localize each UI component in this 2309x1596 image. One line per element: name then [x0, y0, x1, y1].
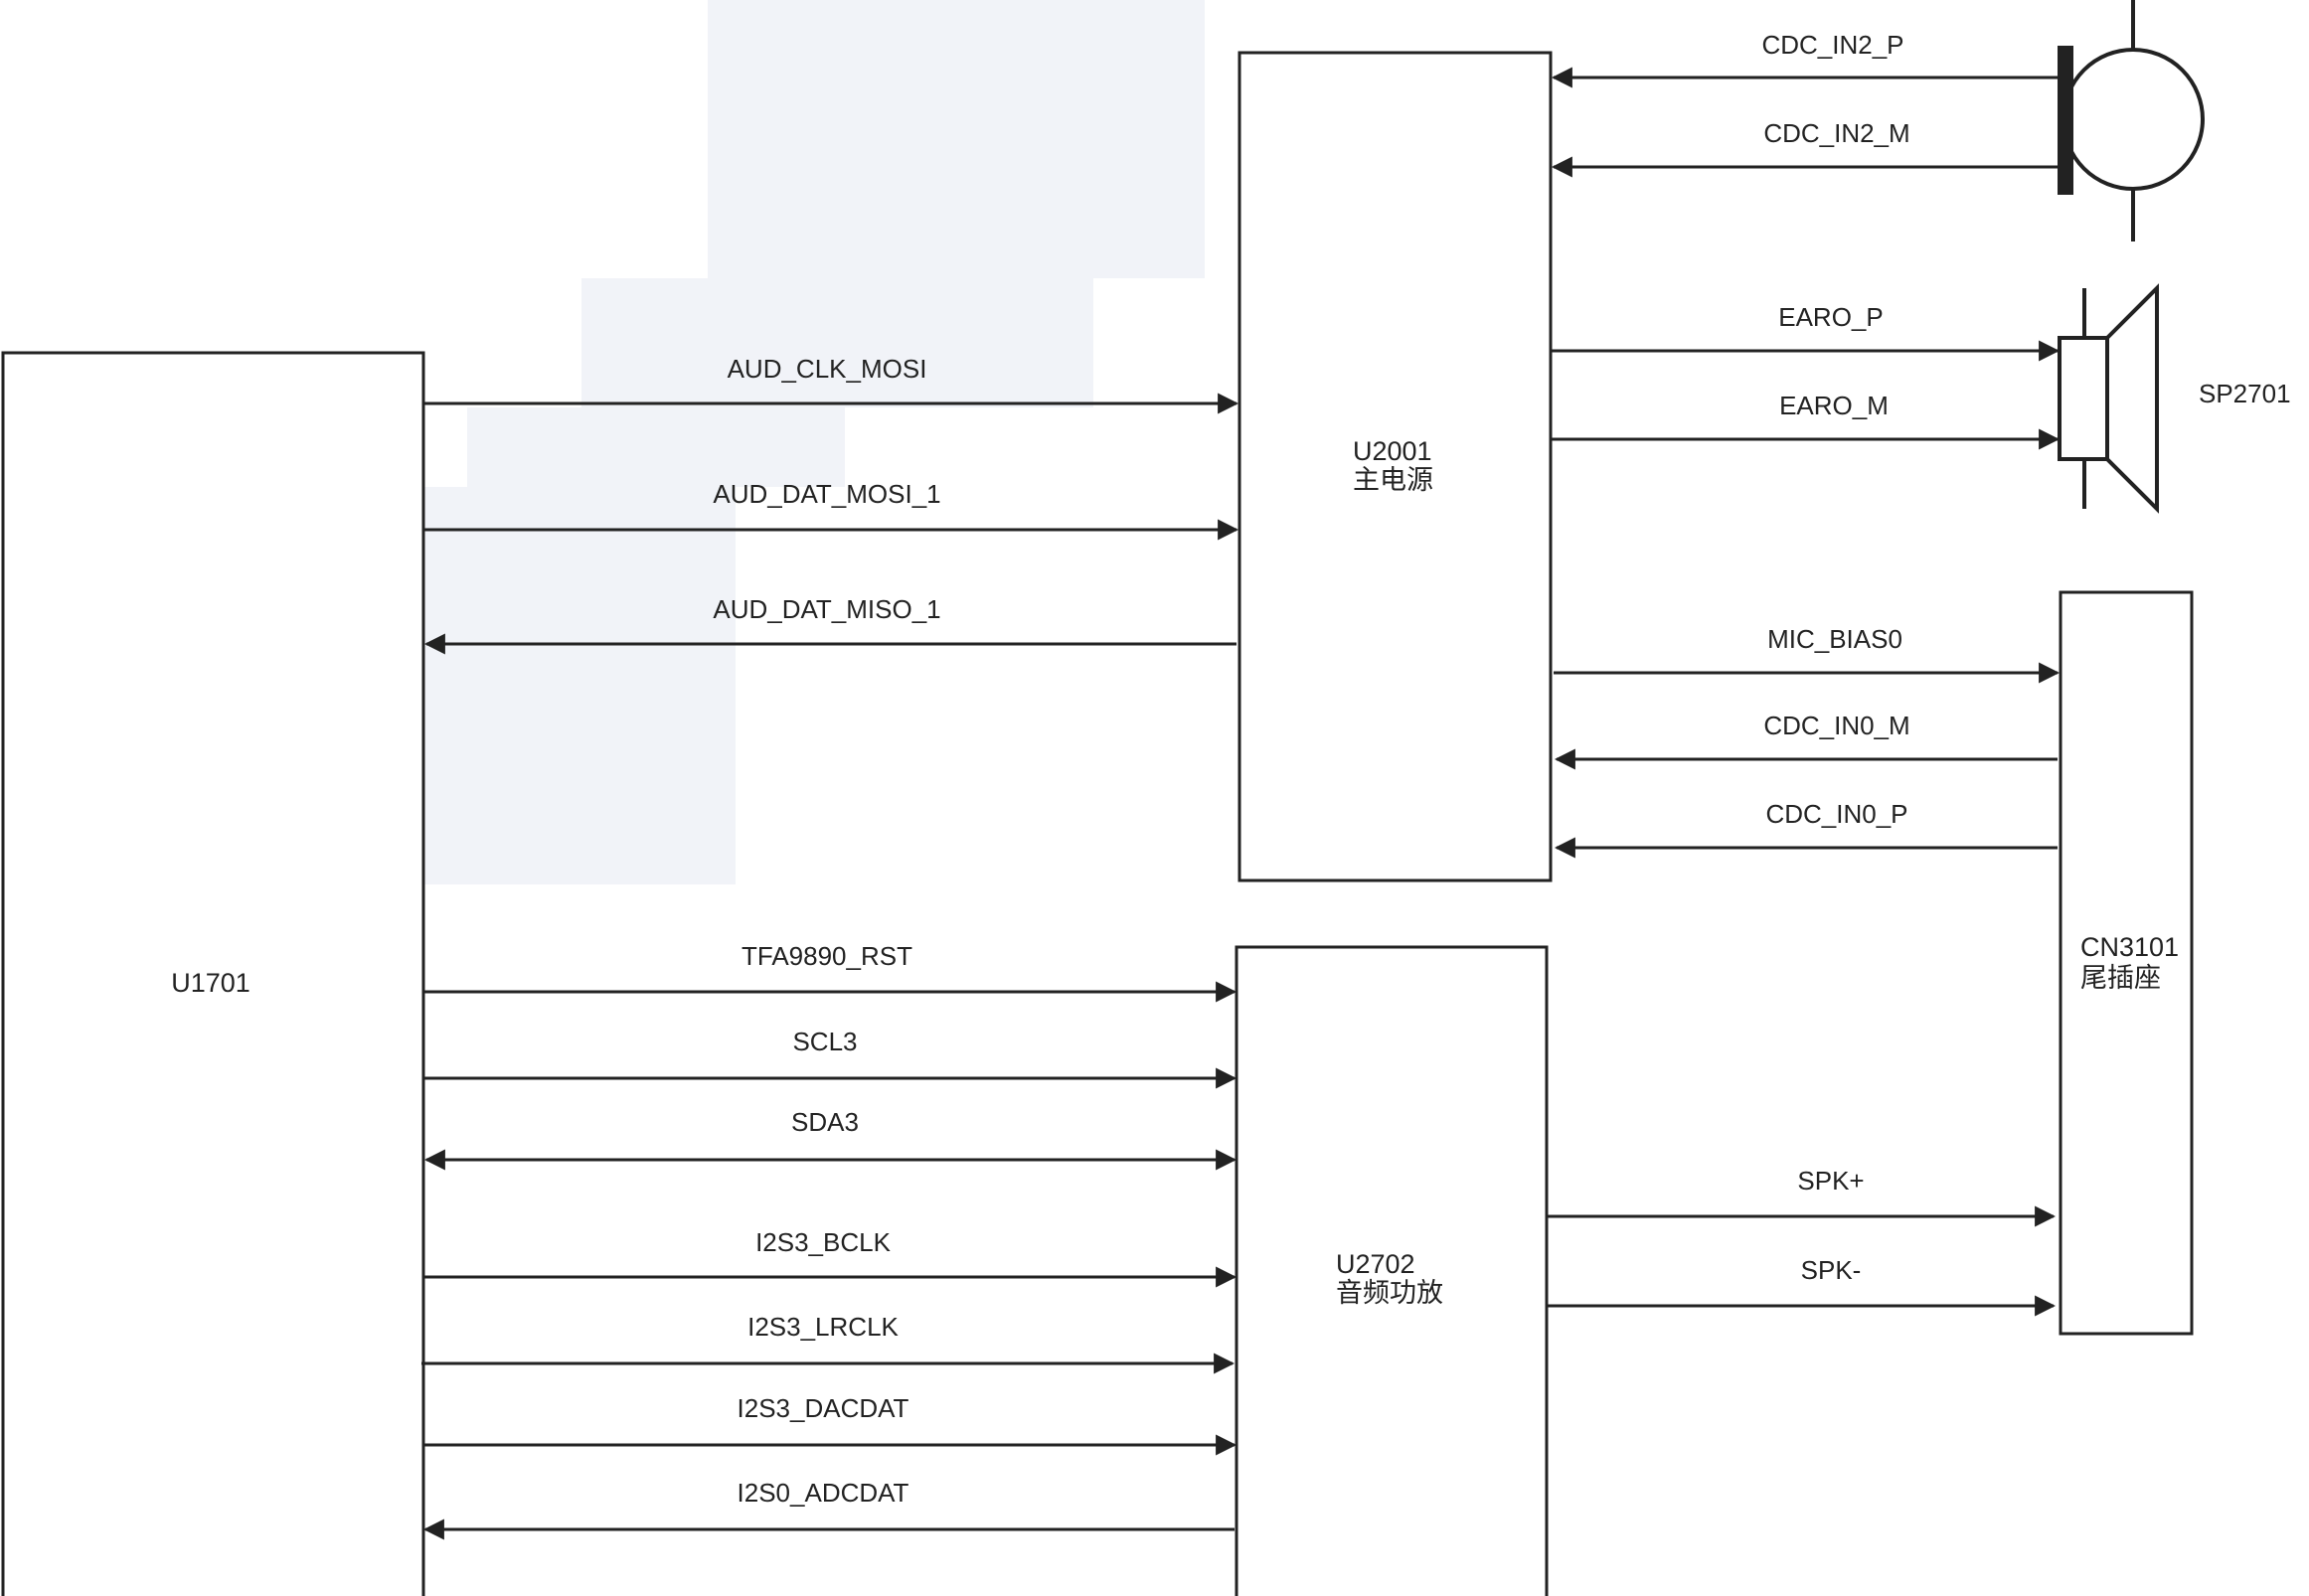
svg-text:I2S3_DACDAT: I2S3_DACDAT [738, 1393, 909, 1423]
signal-scl3: SCL3 [423, 1027, 1237, 1089]
svg-text:CDC_IN0_P: CDC_IN0_P [1765, 799, 1907, 829]
signal-cdc-in0-p: CDC_IN0_P [1554, 799, 2058, 859]
signal-cdc-in2-m: CDC_IN2_M [1551, 118, 2058, 178]
signal-cdc-in0-m: CDC_IN0_M [1554, 711, 2058, 770]
signal-aud-dat-mosi-1: AUD_DAT_MOSI_1 [423, 479, 1239, 541]
signal-cdc-in2-p: CDC_IN2_P [1551, 30, 2058, 88]
svg-text:CDC_IN2_M: CDC_IN2_M [1763, 118, 1909, 148]
svg-text:TFA9890_RST: TFA9890_RST [742, 941, 912, 971]
block-cn3101-desc: 尾插座 [2080, 963, 2161, 993]
signal-sda3: SDA3 [423, 1107, 1237, 1171]
signal-aud-dat-miso-1: AUD_DAT_MISO_1 [423, 594, 1237, 655]
block-u2702-name: U2702 [1336, 1249, 1415, 1279]
background-shading [288, 0, 1205, 884]
signal-spk-minus: SPK- [1547, 1255, 2057, 1317]
block-cn3101[interactable]: CN3101 尾插座 [2059, 590, 2194, 1336]
svg-text:SPK-: SPK- [1801, 1255, 1862, 1285]
speaker-icon [2058, 283, 2159, 514]
svg-text:EARO_M: EARO_M [1779, 391, 1889, 420]
svg-text:I2S3_BCLK: I2S3_BCLK [755, 1227, 892, 1257]
signal-earo-p: EARO_P [1551, 302, 2061, 362]
block-u2001-name: U2001 [1353, 436, 1432, 466]
svg-text:I2S0_ADCDAT: I2S0_ADCDAT [738, 1478, 909, 1508]
svg-text:AUD_DAT_MOSI_1: AUD_DAT_MOSI_1 [713, 479, 940, 509]
block-u2702[interactable]: U2702 音频功放 [1235, 945, 1549, 1596]
signal-mic-bias0: MIC_BIAS0 [1554, 624, 2061, 684]
signal-aud-clk-mosi: AUD_CLK_MOSI [423, 354, 1239, 414]
block-u1701-name: U1701 [171, 968, 250, 998]
svg-text:CDC_IN0_M: CDC_IN0_M [1763, 711, 1909, 740]
signal-earo-m: EARO_M [1551, 391, 2061, 450]
block-u1701[interactable]: U1701 [1, 351, 425, 1596]
svg-text:CDC_IN2_P: CDC_IN2_P [1761, 30, 1903, 60]
signal-i2s3-dacdat: I2S3_DACDAT [423, 1393, 1237, 1456]
signal-i2s0-adcdat: I2S0_ADCDAT [422, 1478, 1235, 1540]
svg-text:EARO_P: EARO_P [1778, 302, 1884, 332]
signal-tfa9890-rst: TFA9890_RST [423, 941, 1237, 1003]
signal-i2s3-lrclk: I2S3_LRCLK [421, 1312, 1236, 1374]
svg-text:I2S3_LRCLK: I2S3_LRCLK [747, 1312, 899, 1342]
block-u2702-desc: 音频功放 [1336, 1278, 1443, 1308]
svg-text:SDA3: SDA3 [791, 1107, 859, 1137]
block-u2001-desc: 主电源 [1353, 465, 1433, 495]
svg-text:SPK+: SPK+ [1797, 1166, 1864, 1196]
svg-text:SCL3: SCL3 [792, 1027, 857, 1056]
block-u2001[interactable]: U2001 主电源 [1237, 51, 1553, 882]
speaker-label-sp2701: SP2701 [2199, 379, 2291, 408]
signal-spk-plus: SPK+ [1547, 1166, 2057, 1227]
svg-text:MIC_BIAS0: MIC_BIAS0 [1767, 624, 1902, 654]
svg-text:AUD_DAT_MISO_1: AUD_DAT_MISO_1 [713, 594, 940, 624]
signal-i2s3-bclk: I2S3_BCLK [423, 1227, 1237, 1288]
svg-text:AUD_CLK_MOSI: AUD_CLK_MOSI [728, 354, 927, 384]
block-cn3101-name: CN3101 [2080, 932, 2179, 962]
microphone-icon [2058, 0, 2205, 241]
